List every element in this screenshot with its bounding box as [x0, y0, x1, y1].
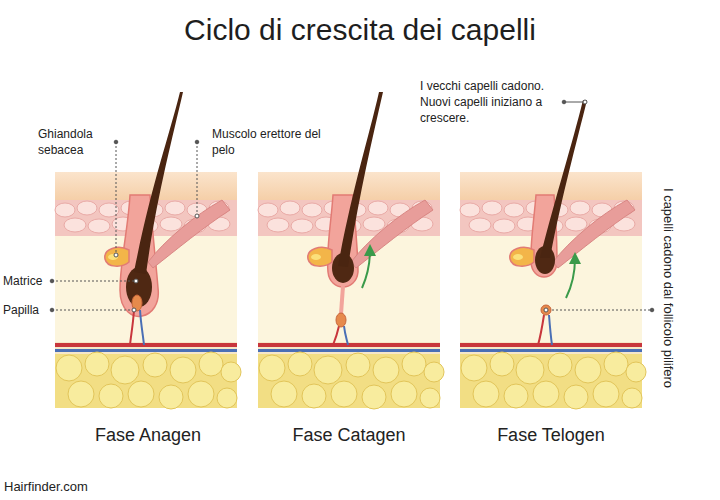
note-label: I vecchi capelli cadono. Nuovi capelli i…	[420, 78, 560, 126]
part-label: Papilla	[3, 302, 39, 318]
part-label: Muscolo erettore del pelo	[212, 126, 332, 158]
side-note: I capelli cadono dal follicolo pilifero	[660, 188, 676, 388]
leader-lines	[50, 100, 654, 312]
phase-label: Fase Catagen	[292, 424, 405, 446]
phase-label: Fase Telogen	[497, 424, 605, 446]
phase-label: Fase Anagen	[95, 424, 201, 446]
watermark: Hairfinder.com	[4, 479, 88, 495]
skin-panel-telogen	[460, 100, 646, 409]
diagram-title: Ciclo di crescita dei capelli	[0, 12, 720, 48]
part-label: Ghiandola sebacea	[38, 126, 112, 158]
part-label: Matrice	[3, 273, 42, 289]
